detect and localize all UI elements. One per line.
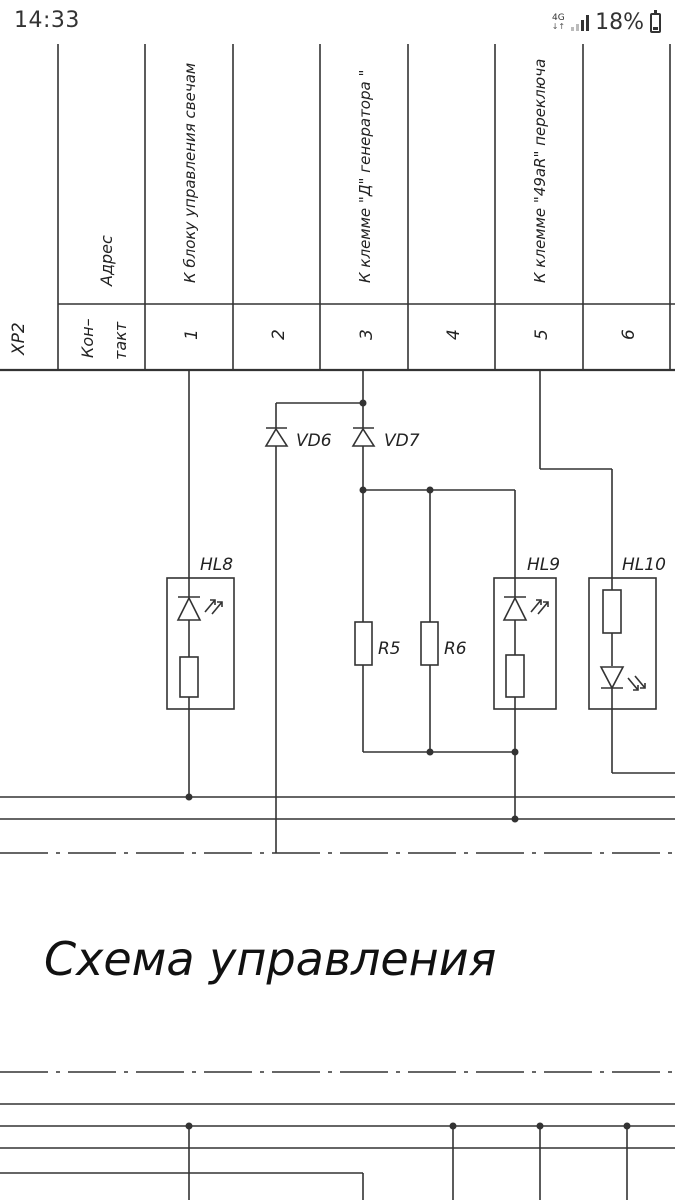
r5-resistor bbox=[354, 621, 373, 666]
r5-label: R5 bbox=[378, 639, 401, 659]
hl8-housing bbox=[166, 577, 235, 710]
contact-header-line2: такт bbox=[111, 321, 130, 360]
address-cell: К клемме "Д" генератора " bbox=[356, 70, 374, 283]
hl9-resistor bbox=[505, 654, 525, 698]
hl9-housing bbox=[493, 577, 557, 710]
r6-label: R6 bbox=[444, 639, 467, 659]
network-type-icon: 4G ↓↑ bbox=[551, 12, 566, 31]
contact-number: 4 bbox=[444, 329, 464, 340]
hl10-label: HL10 bbox=[622, 555, 666, 575]
contact-number: 2 bbox=[269, 329, 289, 340]
status-time: 14:33 bbox=[14, 8, 80, 33]
lower-circuit bbox=[0, 1071, 675, 1200]
contact-header-line1: Кон– bbox=[78, 318, 97, 358]
battery-percent: 18% bbox=[595, 9, 644, 35]
contact-number: 6 bbox=[619, 329, 639, 340]
address-cell: К клемме "49аR" переключа bbox=[531, 59, 549, 283]
circuit: HL8 VD6 VD7 bbox=[0, 370, 675, 854]
hl9-led-icon bbox=[502, 596, 549, 655]
contact-number: 1 bbox=[182, 329, 202, 340]
status-bar: 14:33 4G ↓↑ 18% bbox=[0, 0, 675, 44]
status-indicators: 4G ↓↑ 18% bbox=[552, 8, 661, 36]
section-title: Схема управления bbox=[44, 932, 496, 986]
hl8-led-icon bbox=[176, 596, 223, 657]
battery-icon bbox=[650, 10, 661, 33]
hl10-housing bbox=[588, 577, 657, 710]
hl9-label: HL9 bbox=[527, 555, 560, 575]
connector-label: XP2 bbox=[9, 322, 29, 356]
vd7-label: VD7 bbox=[384, 431, 420, 451]
hl10-led-icon bbox=[599, 666, 646, 691]
hl8-resistor bbox=[179, 656, 199, 698]
hl10-resistor bbox=[602, 589, 622, 634]
battery-fill bbox=[653, 27, 658, 30]
network-type-label: 4G bbox=[552, 12, 565, 23]
signal-bars-icon bbox=[571, 13, 590, 31]
hl8-label: HL8 bbox=[200, 555, 233, 575]
junction-dots bbox=[185, 399, 519, 823]
network-arrows-icon: ↓↑ bbox=[551, 21, 566, 31]
vd6-label: VD6 bbox=[296, 431, 332, 451]
address-cell: К блоку управления свечам bbox=[181, 63, 199, 283]
contact-number: 5 bbox=[532, 329, 552, 340]
address-header: Адрес bbox=[97, 235, 116, 287]
vd6-diode-icon bbox=[264, 427, 289, 447]
junction-dots bbox=[185, 1122, 631, 1130]
connector-table: XP2 Адрес Кон– такт 1 2 3 4 5 6 К блоку … bbox=[0, 44, 675, 372]
r6-resistor bbox=[420, 621, 439, 666]
contact-number: 3 bbox=[357, 329, 377, 340]
vd7-diode-icon bbox=[351, 427, 376, 447]
